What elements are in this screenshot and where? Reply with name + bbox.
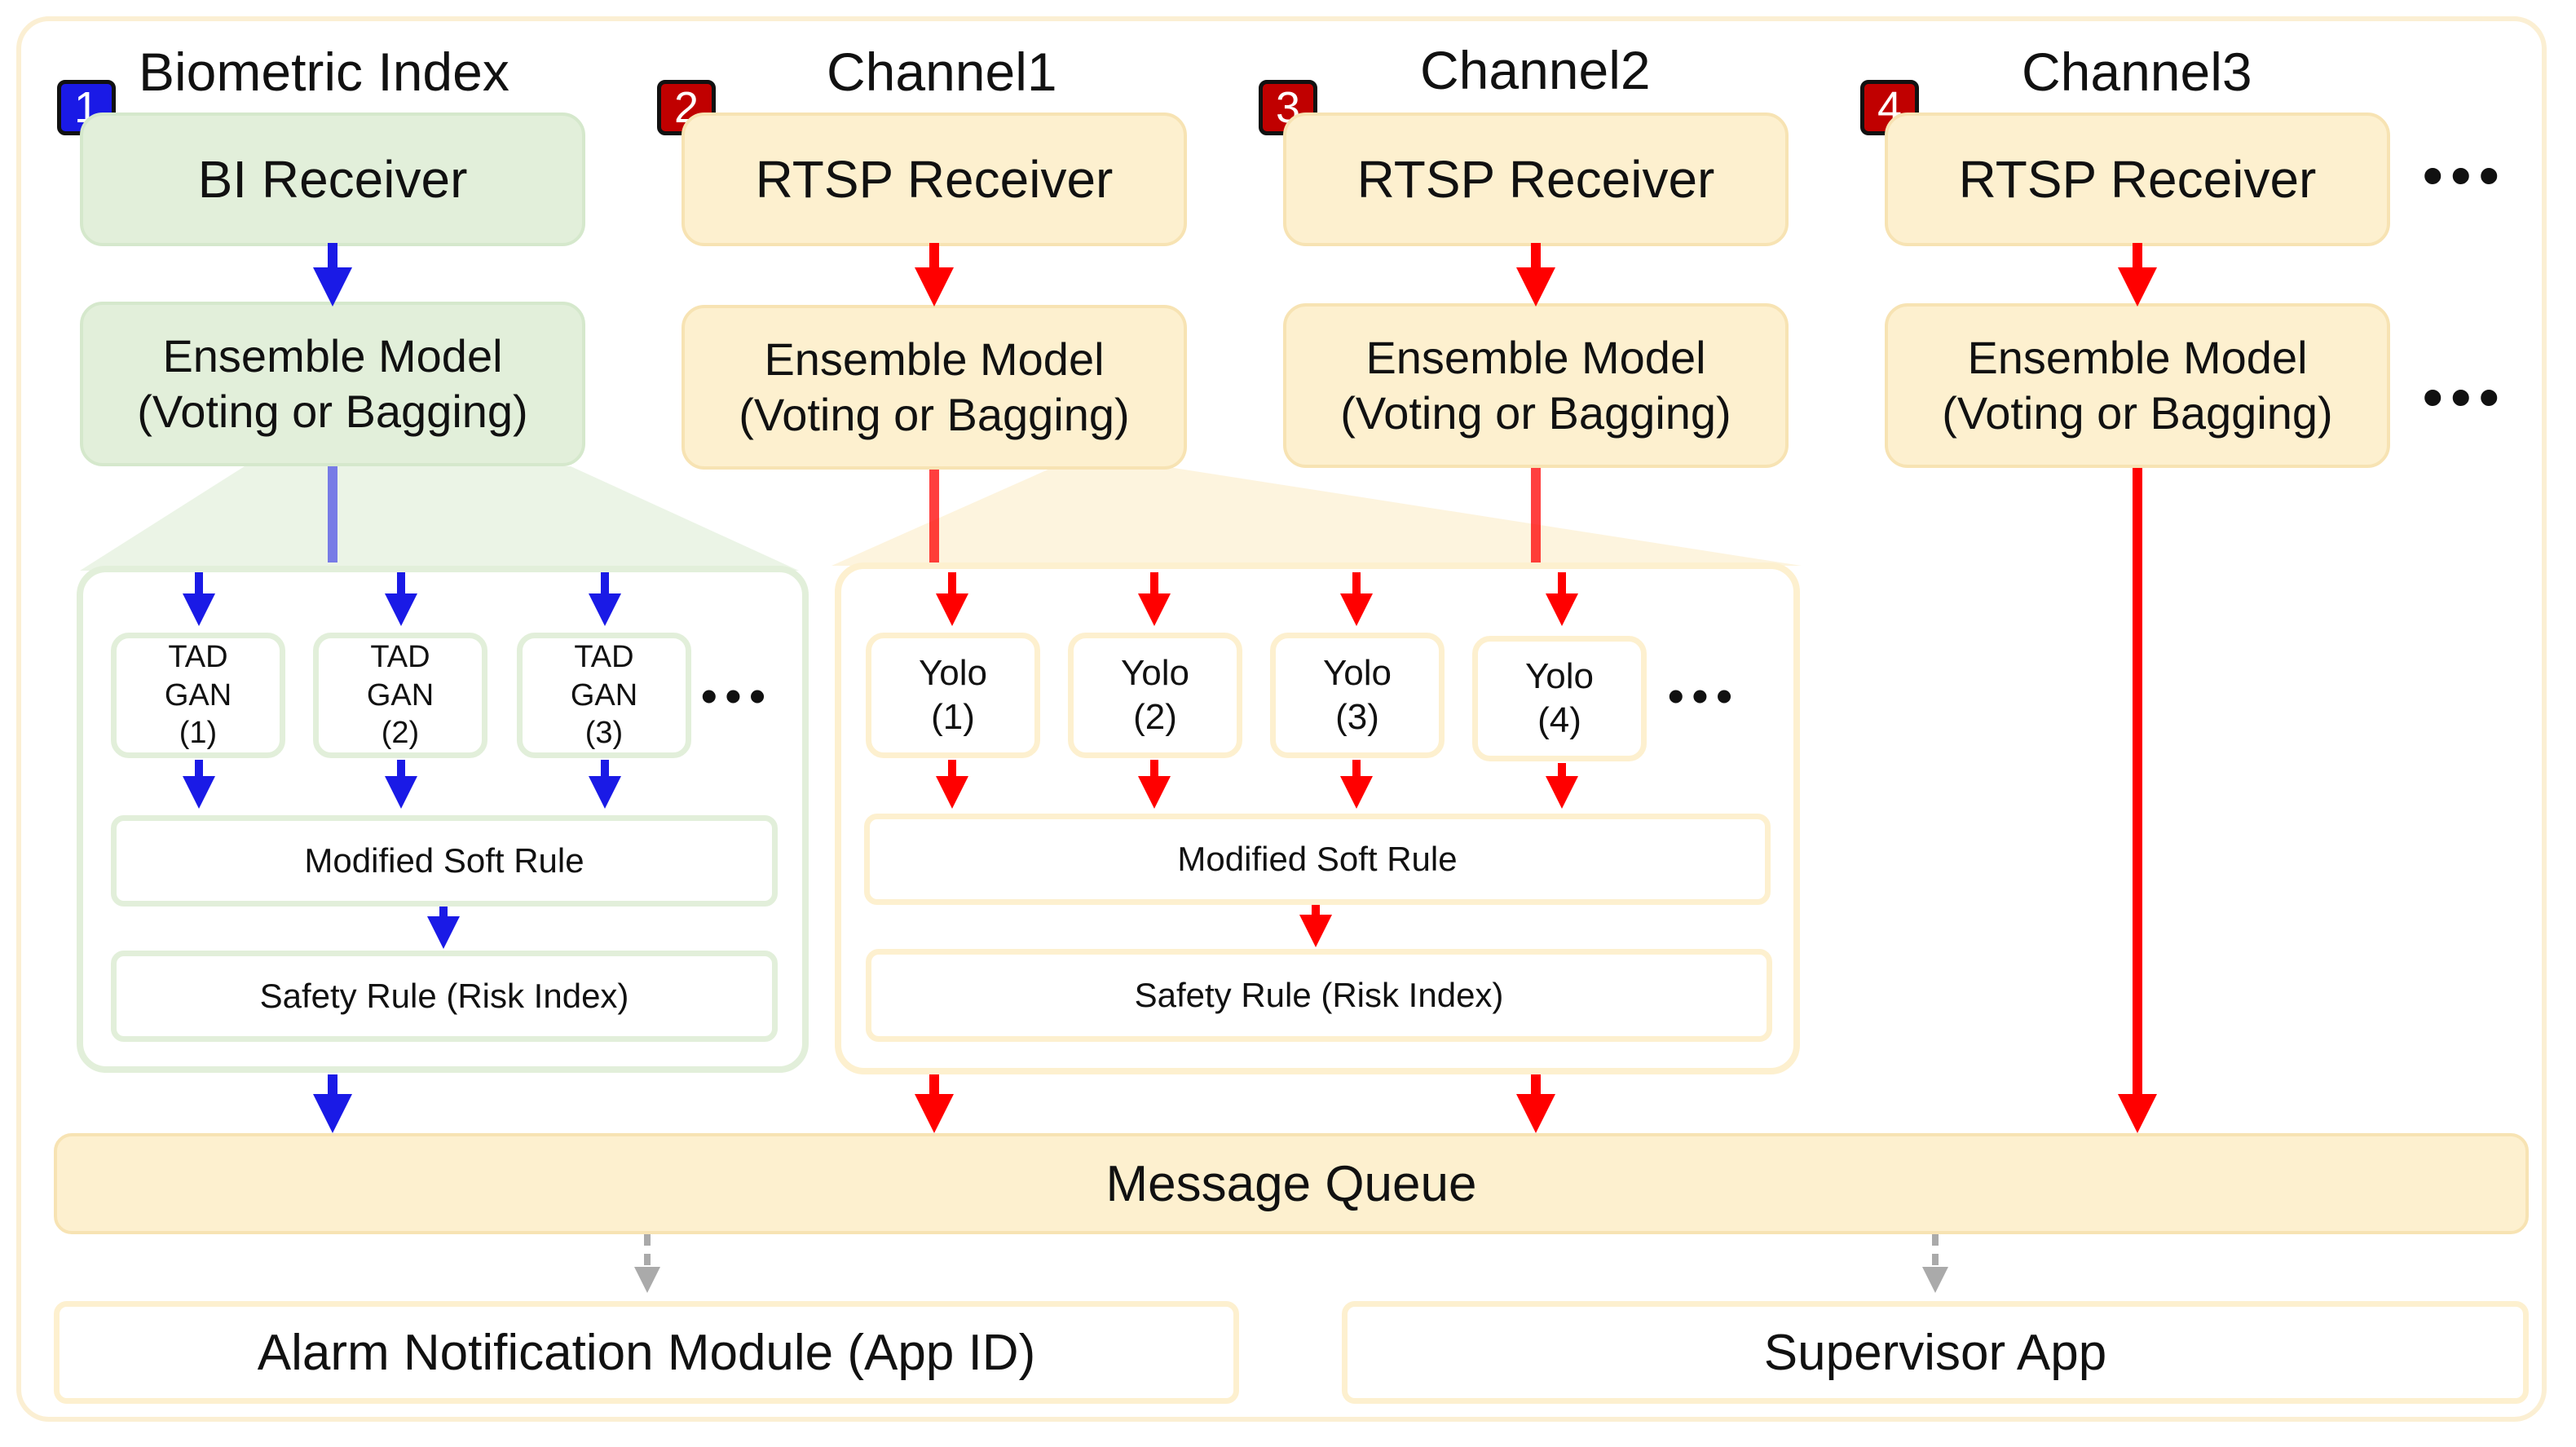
ensemble-line2: (Voting or Bagging)	[739, 389, 1130, 440]
supervisor-app: Supervisor App	[1342, 1301, 2529, 1404]
column-title-channel2: Channel2	[1420, 40, 1651, 100]
yolo-model-1: Yolo (1)	[866, 633, 1040, 758]
ensemble-line2: (Voting or Bagging)	[137, 386, 528, 437]
tad-gan-model-3: TAD GAN (3)	[517, 633, 691, 758]
yolo-model-2: Yolo (2)	[1068, 633, 1242, 758]
tad-gan-model-1: TAD GAN (1)	[111, 633, 285, 758]
model-label-line3: (2)	[381, 716, 420, 751]
model-label-line2: (3)	[1335, 697, 1379, 737]
column-title-channel1: Channel1	[827, 42, 1057, 102]
more-channels-ellipsis: •••	[2423, 143, 2508, 207]
rtsp-receiver-channel1: RTSP Receiver	[681, 112, 1187, 246]
ensemble-model-channel1: Ensemble Model (Voting or Bagging)	[681, 305, 1187, 470]
model-label-line2: GAN	[164, 677, 232, 712]
ensemble-model-channel2: Ensemble Model (Voting or Bagging)	[1283, 303, 1789, 468]
model-label-line1: Yolo	[1322, 653, 1392, 694]
bi-modified-soft-rule: Modified Soft Rule	[111, 815, 778, 907]
yolo-model-3: Yolo (3)	[1270, 633, 1445, 758]
model-label-line1: Yolo	[1524, 656, 1595, 697]
model-label-line3: (3)	[584, 716, 624, 751]
model-label-line2: (4)	[1537, 700, 1581, 740]
model-label-line2: (1)	[931, 697, 975, 737]
more-yolo-ellipsis: •••	[1668, 670, 1740, 721]
ensemble-model-channel3: Ensemble Model (Voting or Bagging)	[1885, 303, 2390, 468]
video-safety-rule: Safety Rule (Risk Index)	[866, 949, 1772, 1042]
ensemble-line1: Ensemble Model	[764, 333, 1105, 385]
model-label-line1: TAD	[168, 640, 228, 675]
yolo-model-4: Yolo (4)	[1472, 636, 1647, 761]
bi-receiver-box: BI Receiver	[80, 112, 585, 246]
alarm-notification-module: Alarm Notification Module (App ID)	[54, 1301, 1239, 1404]
ensemble-line1: Ensemble Model	[162, 329, 503, 382]
model-label-line2: GAN	[570, 677, 638, 712]
bi-safety-rule: Safety Rule (Risk Index)	[111, 951, 778, 1042]
bi-zoom-highlight	[80, 466, 799, 571]
video-zoom-highlight	[831, 468, 1802, 566]
column-title-biometric-index: Biometric Index	[139, 42, 509, 102]
model-label-line1: Yolo	[918, 653, 988, 694]
model-label-line1: TAD	[370, 640, 430, 675]
model-label-line2: (2)	[1133, 697, 1177, 737]
model-label-line3: (1)	[179, 716, 218, 751]
more-ensembles-ellipsis: •••	[2423, 365, 2508, 429]
ensemble-line2: (Voting or Bagging)	[1942, 387, 2333, 439]
video-modified-soft-rule: Modified Soft Rule	[864, 814, 1771, 905]
ensemble-line2: (Voting or Bagging)	[1340, 387, 1731, 439]
column-title-channel3: Channel3	[2022, 42, 2252, 102]
tad-gan-model-2: TAD GAN (2)	[313, 633, 487, 758]
model-label-line2: GAN	[366, 677, 434, 712]
model-label-line1: Yolo	[1120, 653, 1190, 694]
message-queue: Message Queue	[54, 1133, 2529, 1234]
more-tad-gan-ellipsis: •••	[701, 670, 774, 721]
model-label-line1: TAD	[574, 640, 634, 675]
rtsp-receiver-channel2: RTSP Receiver	[1283, 112, 1789, 246]
ensemble-line1: Ensemble Model	[1967, 331, 2308, 383]
ensemble-line1: Ensemble Model	[1365, 331, 1706, 383]
